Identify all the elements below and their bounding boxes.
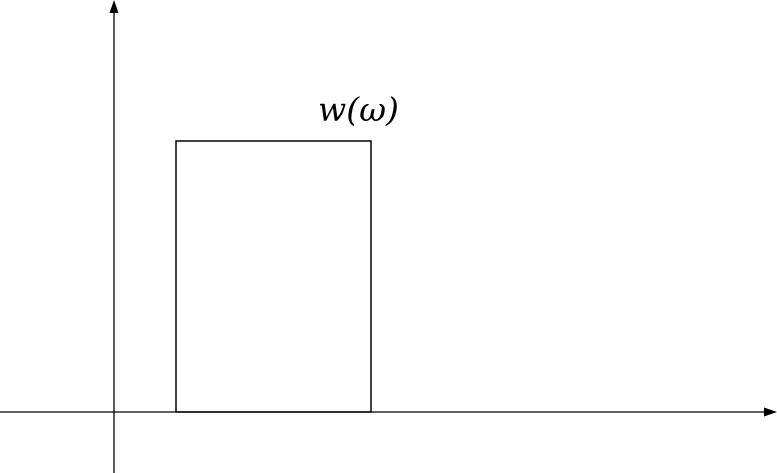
x-axis-arrow-icon — [764, 407, 777, 417]
y-axis-arrow-icon — [109, 0, 119, 13]
window-function-rectangle — [175, 140, 372, 413]
function-label: w(ω) — [318, 90, 399, 129]
